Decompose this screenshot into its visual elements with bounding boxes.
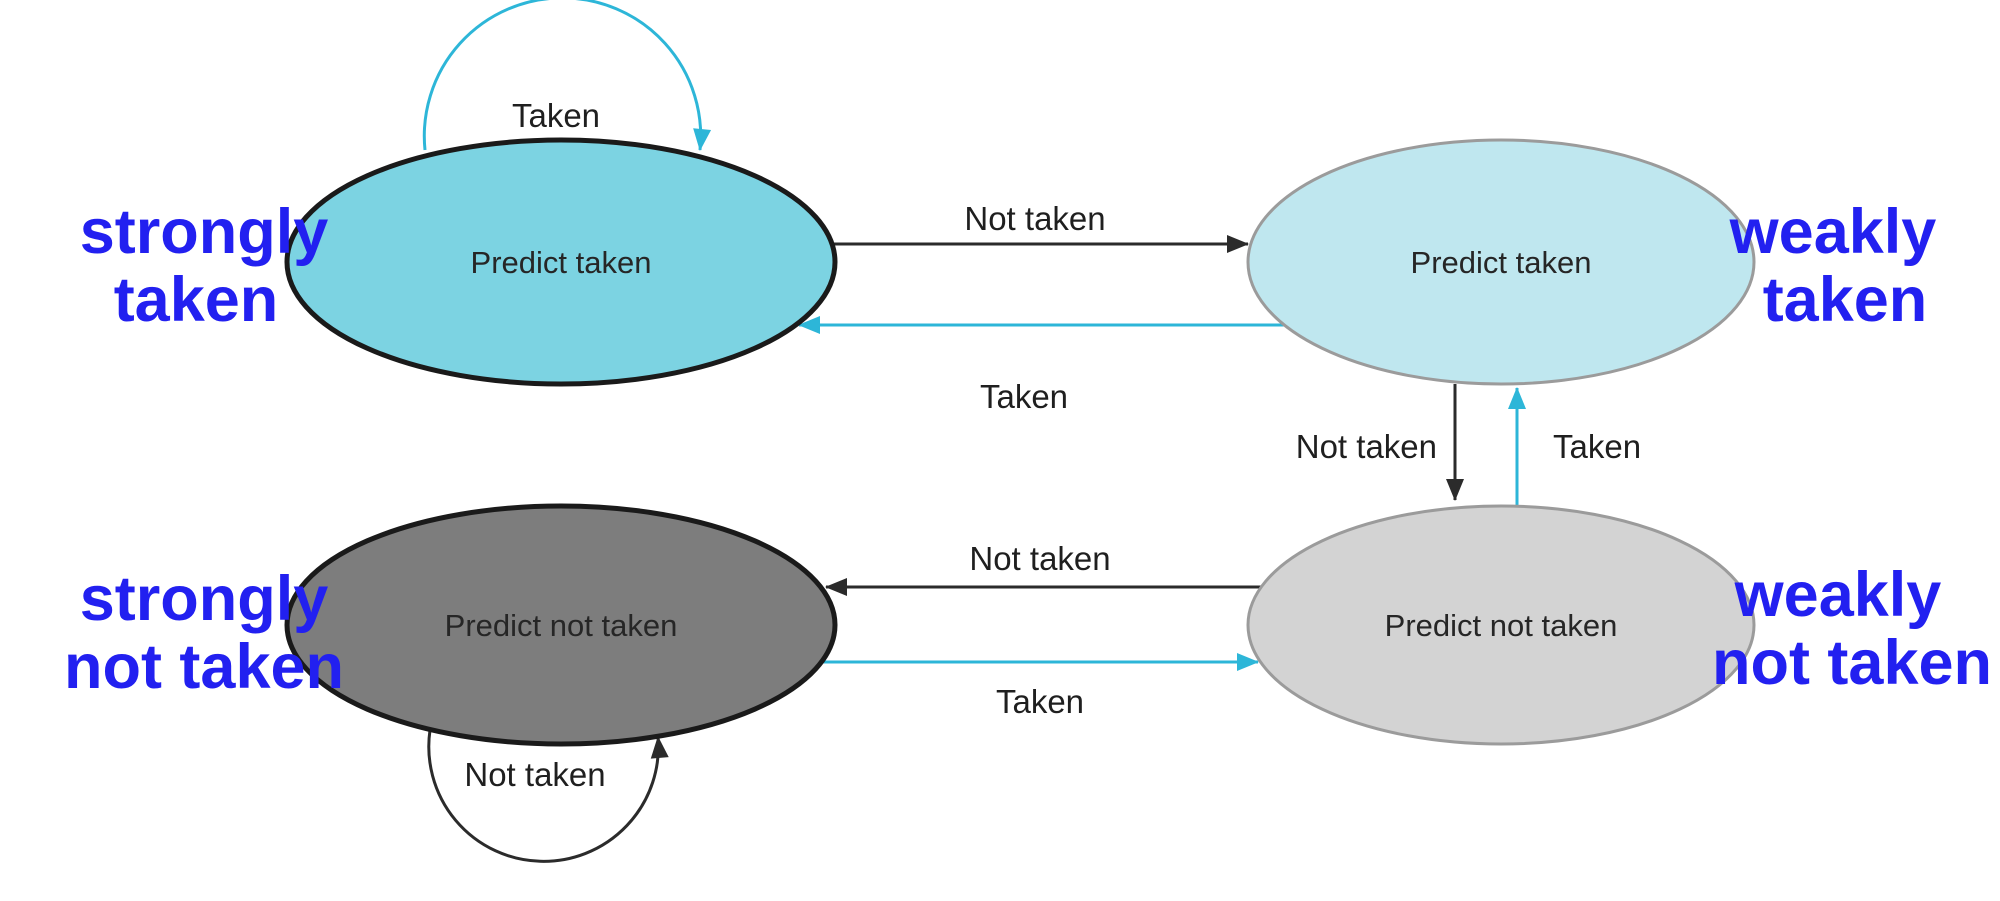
state-weakly-not-taken [1246,504,1756,746]
edge-label-top-not-taken: Not taken [964,200,1105,237]
state-strongly-taken [284,137,838,387]
side-label-weakly-taken-line1: weakly [1729,197,1937,267]
side-label-weakly-not-taken-line2: not taken [1712,628,1992,698]
side-label-weakly-not-taken-line1: weakly [1734,560,1942,630]
edge-label-vertical-taken: Taken [1553,428,1641,465]
side-label-strongly-not-taken-line2: not taken [64,632,344,702]
state-label-strongly-taken: Predict taken [471,245,652,280]
side-label-strongly-taken-line1: strongly [80,197,329,267]
state-label-weakly-not-taken: Predict not taken [1385,608,1618,643]
state-label-weakly-taken: Predict taken [1411,245,1592,280]
edge-label-bottom-taken: Taken [996,683,1084,720]
side-label-strongly-not-taken-line1: strongly [80,564,329,634]
side-label-strongly-taken: strongly taken [80,197,329,335]
side-label-weakly-not-taken: weakly not taken [1712,560,1992,698]
edge-label-self-not-taken: Not taken [464,756,605,793]
edge-label-bottom-not-taken: Not taken [969,540,1110,577]
side-label-strongly-not-taken: strongly not taken [64,564,344,702]
state-label-strongly-not-taken: Predict not taken [445,608,678,643]
edge-strongly-not-taken-self-loop [427,729,669,863]
side-label-weakly-taken: weakly taken [1729,197,1937,335]
side-label-weakly-taken-line2: taken [1763,265,1928,335]
edge-label-top-taken: Taken [980,378,1068,415]
state-strongly-not-taken [284,503,838,747]
edge-label-self-taken: Taken [512,97,600,134]
side-label-strongly-taken-line2: taken [114,265,279,335]
edge-label-vertical-not-taken: Not taken [1296,428,1437,465]
edge-strongly-taken-self-loop [422,0,712,151]
state-weakly-taken [1246,138,1756,386]
